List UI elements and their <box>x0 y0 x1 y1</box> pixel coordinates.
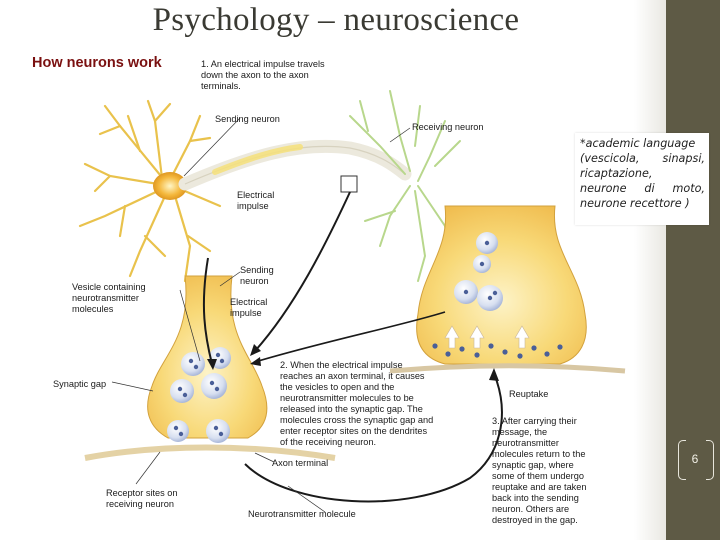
note-line: ricaptazione, <box>580 167 653 180</box>
synapse-molecules-top <box>432 240 563 359</box>
terminal-molecules <box>173 352 225 437</box>
page-number-badge: 6 <box>672 440 716 480</box>
label-sending-neuron-mid: Sending neuron <box>240 265 276 286</box>
note-line: neurone recettore ) <box>580 197 690 210</box>
label-reuptake: Reuptake <box>509 389 548 399</box>
slide-title: Psychology – neuroscience <box>152 2 520 38</box>
slide-edge-shade <box>634 0 666 540</box>
page-number: 6 <box>691 452 699 466</box>
arrow-to-synapse <box>254 311 446 363</box>
neuron-diagram-svg: 1. An electrical impulse travels down th… <box>53 59 626 525</box>
zoom-box <box>340 175 358 193</box>
label-receptor-sites: Receptor sites on receiving neuron <box>106 488 180 509</box>
arrow-electrical-impulse <box>202 257 213 365</box>
label-neurotransmitter-molecule: Neurotransmitter molecule <box>248 509 356 519</box>
label-sending-neuron-top: Sending neuron <box>215 114 280 124</box>
label-synaptic-gap: Synaptic gap <box>53 379 106 389</box>
label-electrical-impulse-mid: Electrical impulse <box>230 297 270 318</box>
electrical-impulse-glow <box>212 144 303 175</box>
label-step2: 2. When the electrical impulse reaches a… <box>280 360 436 447</box>
sending-neuron-soma <box>153 172 187 200</box>
label-step3: 3. After carrying their message, the neu… <box>492 416 589 525</box>
receiving-dendrite-bulb <box>416 205 587 365</box>
note-line: (vescicola,sinapsi, <box>580 152 705 165</box>
receiving-membrane <box>389 363 626 374</box>
sending-neuron-dendrites <box>78 99 222 283</box>
label-vesicle: Vesicle containing neurotransmitter mole… <box>72 282 148 314</box>
sending-neuron-axon <box>178 139 412 191</box>
reuptake-arrows <box>444 325 530 349</box>
label-electrical-impulse-top: Electrical impulse <box>237 190 277 211</box>
label-axon-terminal: Axon terminal <box>272 458 328 468</box>
slide-subtitle: How neurons work <box>32 55 162 71</box>
bracket-left <box>678 440 686 480</box>
receiving-neuron-dendrites <box>349 90 471 282</box>
bracket-right <box>706 440 714 480</box>
receptor-membrane <box>84 444 336 461</box>
label-receiving-neuron: Receiving neuron <box>412 122 484 132</box>
arrow-to-terminal <box>254 191 351 352</box>
academic-language-note: *academic language (vescicola,sinapsi, r… <box>575 133 709 225</box>
neuron-diagram: 1. An electrical impulse travels down th… <box>50 46 636 536</box>
label-step1: 1. An electrical impulse travels down th… <box>201 59 327 91</box>
leader-lines <box>111 117 411 513</box>
note-line: *academic language <box>580 137 696 150</box>
slide-side-band <box>666 0 720 540</box>
